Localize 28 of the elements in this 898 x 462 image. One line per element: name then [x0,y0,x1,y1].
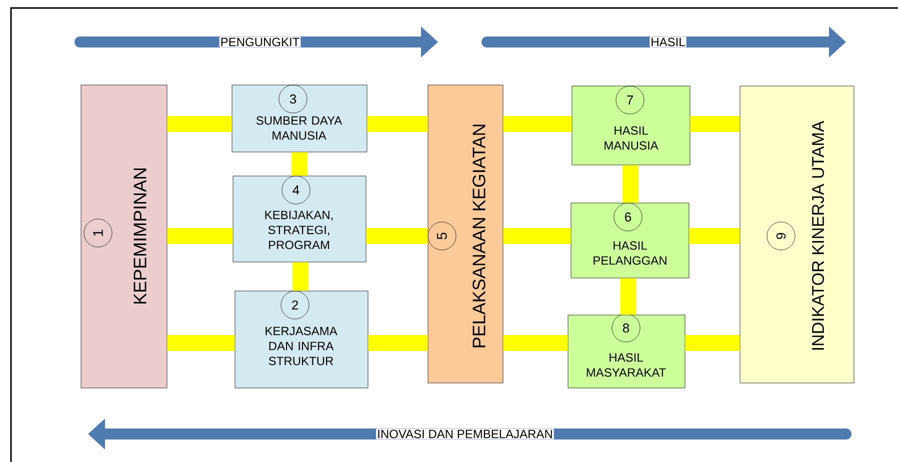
process-box: 9 INDIKATOR KINERJA UTAMA [740,86,854,384]
process-box: 8 HASIL MASYARAKAT [568,314,686,388]
connector-bar [292,152,308,176]
connector-bar [503,228,571,244]
connector-bar [622,165,638,203]
connector-bar [690,116,740,132]
connector-bar [292,262,308,291]
connector-bar [167,116,232,132]
connector-bar [503,335,568,351]
connector-bar [503,116,572,132]
arrow-label: PENGUNGKIT [219,36,301,48]
arrow-label: INOVASI DAN PEMBELAJARAN [376,428,554,440]
connector-bar [366,228,428,244]
connector-bar [368,335,428,351]
arrow-label: HASIL [650,36,686,48]
connector-bar [620,278,636,315]
connector-bar [367,116,428,132]
process-box: 3 SUMBER DAYA MANUSIA [232,84,368,152]
connector-bar [167,228,233,244]
connector-bar [685,335,740,351]
process-box: 5 PELAKSANAAN KEGIATAN [428,84,504,384]
process-box: 4 KEBIJAKAN, STRATEGI, PROGRAM [232,176,366,262]
connector-bar [167,335,235,351]
process-box: 2 KERJASAMA DAN INFRA STRUKTUR [234,290,368,388]
process-box: 7 HASIL MANUSIA [572,86,690,166]
process-box: 6 HASIL PELANGGAN [570,202,690,278]
process-box: 1 KEPEMIMPINAN [80,84,168,388]
connector-bar [689,228,740,244]
